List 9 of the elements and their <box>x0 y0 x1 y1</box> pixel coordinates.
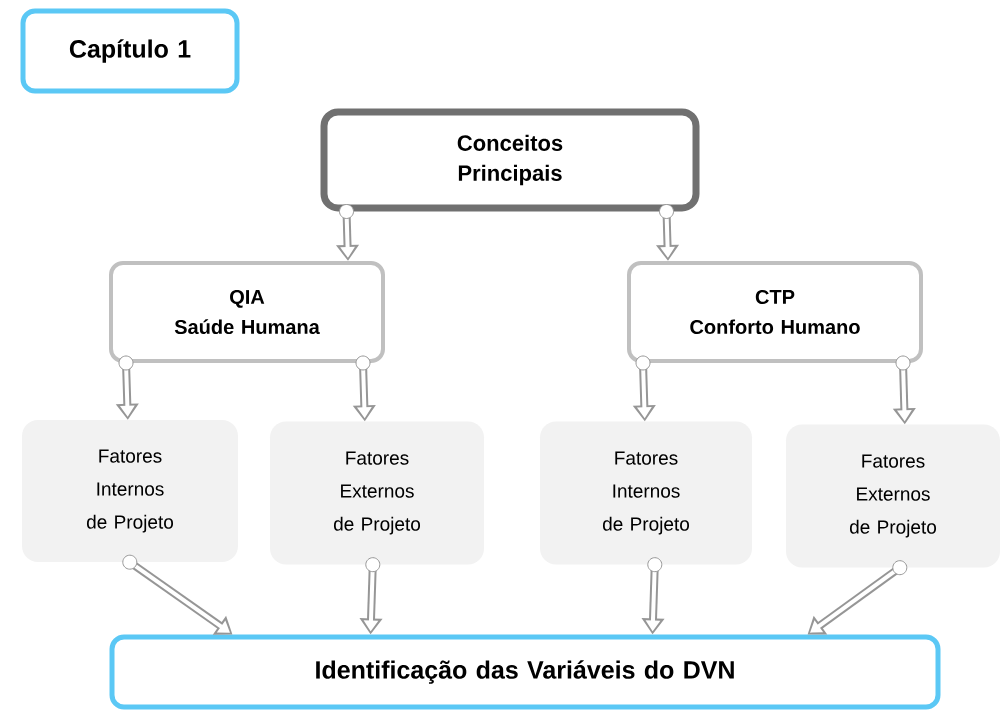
topic-box: QIA Saúde Humana <box>109 261 385 363</box>
result-box: Identificação das Variáveis do DVN <box>109 634 941 710</box>
factor-box: Fatores Externos de Projeto <box>270 421 484 565</box>
factor-box: Fatores Externos de Projeto <box>786 424 1000 568</box>
concept-box: Conceitos Principais <box>320 108 700 212</box>
factor-box: Fatores Internos de Projeto <box>540 421 752 565</box>
chapter-box: Capítulo 1 <box>20 8 240 94</box>
factor-box: Fatores Internos de Projeto <box>22 420 238 562</box>
topic-box: CTP Conforto Humano <box>627 261 923 363</box>
